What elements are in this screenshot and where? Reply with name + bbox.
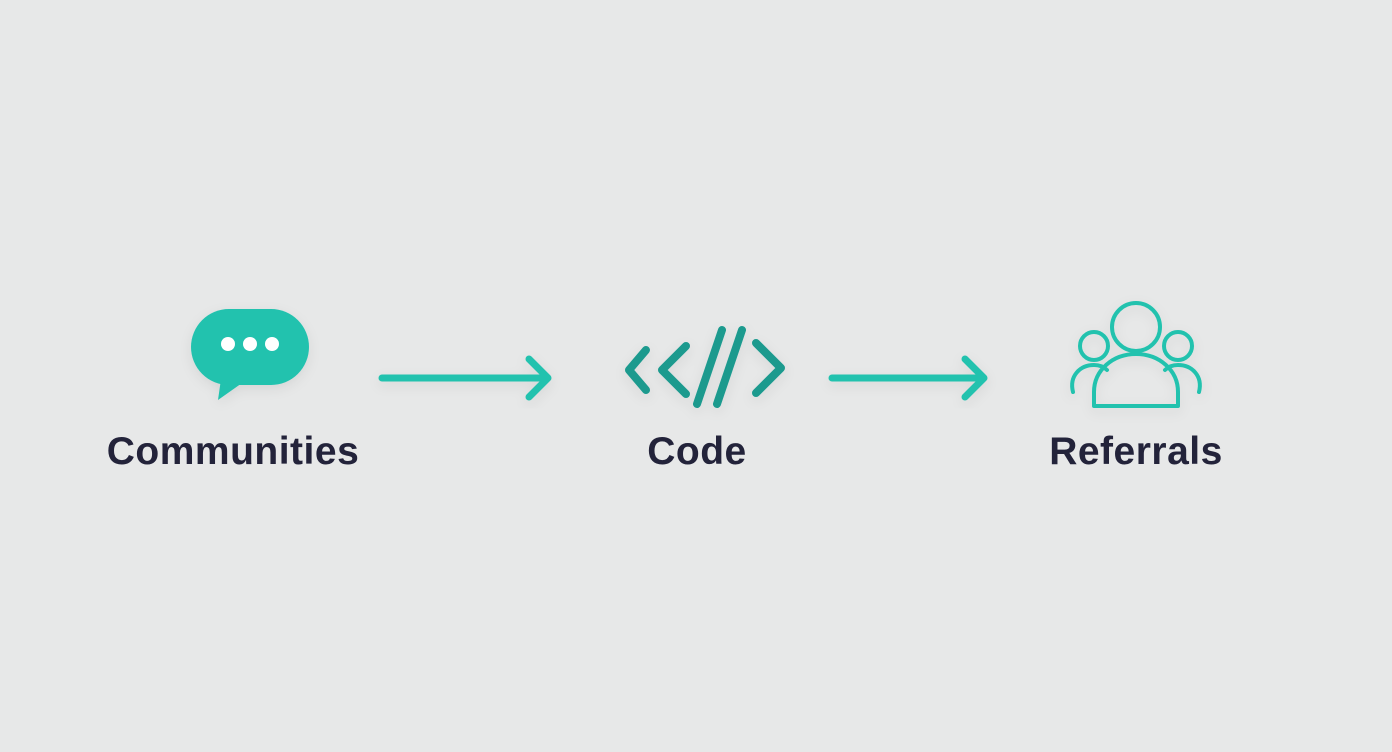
step-label-communities: Communities [107,430,360,473]
arrow-right-icon [828,355,988,401]
arrow-right-icon [378,355,552,401]
step-label-referrals: Referrals [1049,430,1223,473]
people-group-icon [1070,301,1202,408]
step-referrals: Referrals [1049,301,1223,473]
step-code: Code [625,326,785,473]
chat-bubble-icon [191,309,309,400]
step-label-code: Code [647,430,747,473]
step-communities: Communities [107,309,360,473]
code-icon [625,326,785,408]
